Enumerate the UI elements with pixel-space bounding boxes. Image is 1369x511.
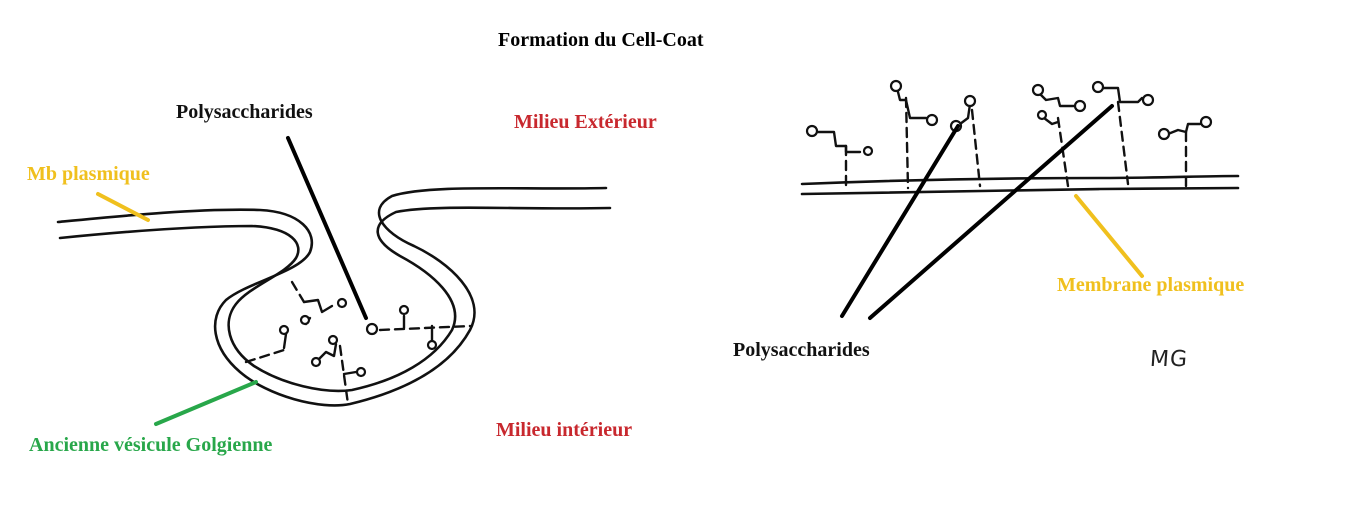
sugar-knob xyxy=(925,113,939,127)
milieu-interieur-label: Milieu intérieur xyxy=(496,419,633,441)
polysaccharides-pointer-right-b xyxy=(868,104,1114,320)
membrane-top-line xyxy=(800,174,1240,186)
vesicle-pointer xyxy=(154,380,258,426)
sugar-chain xyxy=(958,102,972,126)
sugar-knob xyxy=(355,366,367,378)
anchor-stem xyxy=(378,324,472,332)
sugar-chain xyxy=(302,298,334,314)
anchor-stem xyxy=(1116,100,1130,186)
sugar-knob xyxy=(365,322,379,336)
sugar-knob xyxy=(1157,127,1171,141)
sugar-chain xyxy=(896,90,928,120)
polysaccharides-label-right: Polysaccharides xyxy=(733,339,870,361)
sugar-knob xyxy=(963,94,977,108)
milieu-exterieur-label: Milieu Extérieur xyxy=(514,111,657,133)
sugar-knob xyxy=(1091,80,1105,94)
sugar-knob xyxy=(889,79,903,93)
polysaccharides-pointer-right-a xyxy=(840,124,960,318)
anchor-stem xyxy=(1056,116,1070,188)
sugar-knob xyxy=(327,334,339,346)
mb-plasmique-label: Mb plasmique xyxy=(27,163,150,185)
membrane-plasmique-pointer xyxy=(1074,194,1144,278)
sugar-chain xyxy=(1166,122,1202,136)
right-anchors xyxy=(844,96,1188,192)
left-polysaccharides xyxy=(278,297,438,378)
sugar-chain xyxy=(316,342,338,362)
right-polysaccharides xyxy=(805,79,1213,157)
sugar-chain xyxy=(342,370,358,376)
sugar-chain xyxy=(1100,86,1144,104)
anchor-stem xyxy=(290,280,306,304)
diagram-title: Formation du Cell-Coat xyxy=(498,29,704,51)
membrane-inner-line xyxy=(58,206,612,393)
anchor-stem xyxy=(970,108,982,188)
membrane-outer-line xyxy=(56,186,608,407)
sugar-chain xyxy=(1038,92,1076,108)
sugar-chain xyxy=(282,332,288,350)
sugar-knob xyxy=(1036,109,1048,121)
sugar-knob xyxy=(1199,115,1213,129)
sugar-knob xyxy=(310,356,322,368)
sugar-knob xyxy=(336,297,348,309)
polysaccharides-label-left: Polysaccharides xyxy=(176,101,313,123)
sugar-knob xyxy=(862,145,874,157)
anchor-stem xyxy=(244,348,286,364)
sugar-chain xyxy=(816,130,862,154)
sugar-knob xyxy=(805,124,819,138)
sugar-knob xyxy=(278,324,290,336)
left-membrane xyxy=(56,186,612,407)
sugar-chain xyxy=(1042,116,1060,126)
membrane-bottom-line xyxy=(800,186,1240,196)
anchor-stem xyxy=(904,96,910,190)
author-signature: MG xyxy=(1149,347,1189,372)
sugar-knob xyxy=(1031,83,1045,97)
sugar-knob xyxy=(426,339,438,351)
polysaccharides-pointer-left xyxy=(286,136,368,320)
mb-plasmique-pointer xyxy=(96,192,150,222)
membrane-plasmique-label: Membrane plasmique xyxy=(1057,274,1245,296)
sugar-knob xyxy=(1073,99,1087,113)
sugar-knob xyxy=(299,314,311,326)
sugar-knob xyxy=(1141,93,1155,107)
ancienne-vesicule-golgienne-label: Ancienne vésicule Golgienne xyxy=(29,434,273,456)
sugar-knob xyxy=(398,304,410,316)
